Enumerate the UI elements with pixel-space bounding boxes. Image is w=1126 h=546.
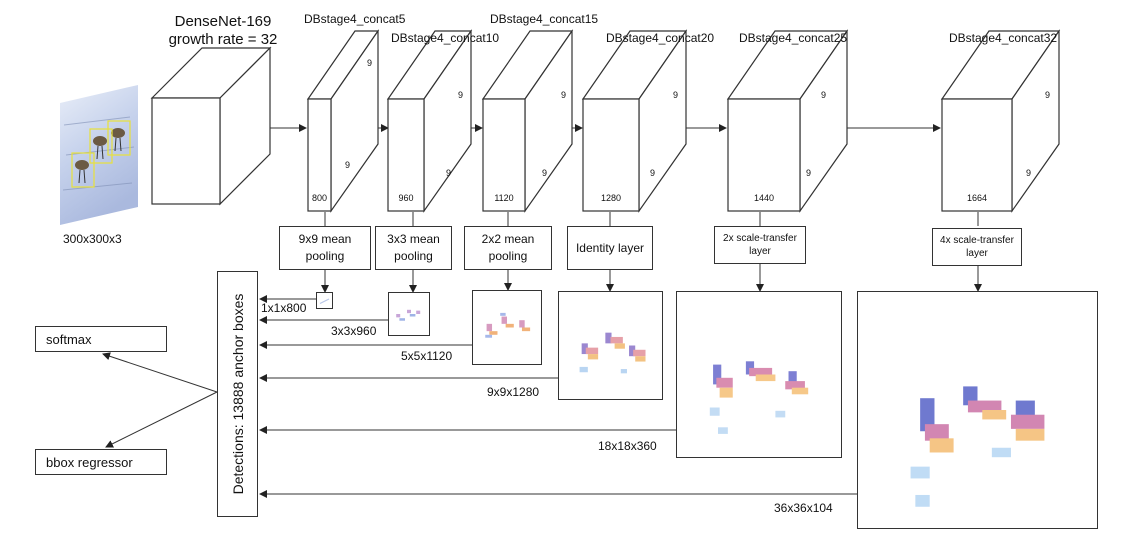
- fmap-label-9x9: 9x9x1280: [487, 385, 540, 399]
- stage-4-height: 9: [650, 168, 656, 178]
- softmax-label: softmax: [46, 331, 92, 347]
- input-label: 300x300x3: [63, 232, 122, 246]
- feature-map-9x9: [558, 291, 663, 400]
- stage-title-2: DBstage4_concat10: [391, 31, 500, 45]
- densenet-block: [150, 46, 272, 206]
- stage-2-height: 9: [446, 168, 452, 178]
- stage-title-3: DBstage4_concat15: [490, 12, 599, 26]
- stage-title-6: DBstage4_concat32: [949, 31, 1058, 45]
- feature-map-1x1: [316, 292, 333, 309]
- fmap-label-5x5: 5x5x1120: [401, 349, 453, 363]
- stage-title-4: DBstage4_concat20: [606, 31, 715, 45]
- stage-3-channels: 1120: [494, 193, 514, 203]
- stage-1-height: 9: [345, 160, 351, 170]
- stage-6-height: 9: [1026, 168, 1032, 178]
- fmap-label-18x18: 18x18x360: [598, 439, 657, 453]
- fmap-label-1x1: 1x1x800: [261, 301, 307, 315]
- stage-1-width: 9: [367, 58, 373, 68]
- op-3x3-mean-pooling: 3x3 mean pooling: [375, 226, 452, 270]
- detections-label: Detections: 13888 anchor boxes: [229, 293, 246, 495]
- stage-title-1: DBstage4_concat5: [304, 12, 406, 26]
- stage-4-channels: 1280: [600, 193, 622, 203]
- stage-6-width: 9: [1045, 90, 1051, 100]
- backbone-name: DenseNet-169: [174, 13, 272, 30]
- op-4x-scale-transfer: 4x scale-transfer layer: [932, 228, 1022, 266]
- stage-title-5: DBstage4_concat25: [739, 31, 848, 45]
- op-2x-scale-transfer: 2x scale-transfer layer: [714, 226, 806, 264]
- feature-map-36x36: [857, 291, 1098, 529]
- softmax-box: softmax: [35, 326, 167, 352]
- stage-2-width: 9: [458, 90, 464, 100]
- feature-map-18x18: [676, 291, 842, 458]
- stage-2-channels: 960: [398, 193, 414, 203]
- bbox-regressor-label: bbox regressor: [46, 454, 133, 470]
- backbone-growth-rate: growth rate = 32: [168, 31, 278, 48]
- feature-map-5x5: [472, 290, 542, 365]
- stage-5-width: 9: [821, 90, 827, 100]
- op-2x2-mean-pooling: 2x2 mean pooling: [464, 226, 552, 270]
- stage-6-channels: 1664: [966, 193, 988, 203]
- feature-map-3x3: [388, 292, 430, 336]
- stage-3-width: 9: [561, 90, 567, 100]
- op-9x9-mean-pooling: 9x9 mean pooling: [279, 226, 371, 270]
- stage-4-width: 9: [673, 90, 679, 100]
- stage-5-height: 9: [806, 168, 812, 178]
- bbox-regressor-box: bbox regressor: [35, 449, 167, 475]
- input-image: [60, 85, 138, 225]
- fmap-label-3x3: 3x3x960: [331, 324, 377, 338]
- fmap-label-36x36: 36x36x104: [774, 501, 833, 515]
- detections-box: Detections: 13888 anchor boxes: [217, 271, 258, 517]
- stage-3-height: 9: [542, 168, 548, 178]
- stage-1-channels: 800: [311, 193, 328, 203]
- stage-5-channels: 1440: [753, 193, 775, 203]
- op-identity-layer: Identity layer: [567, 226, 653, 270]
